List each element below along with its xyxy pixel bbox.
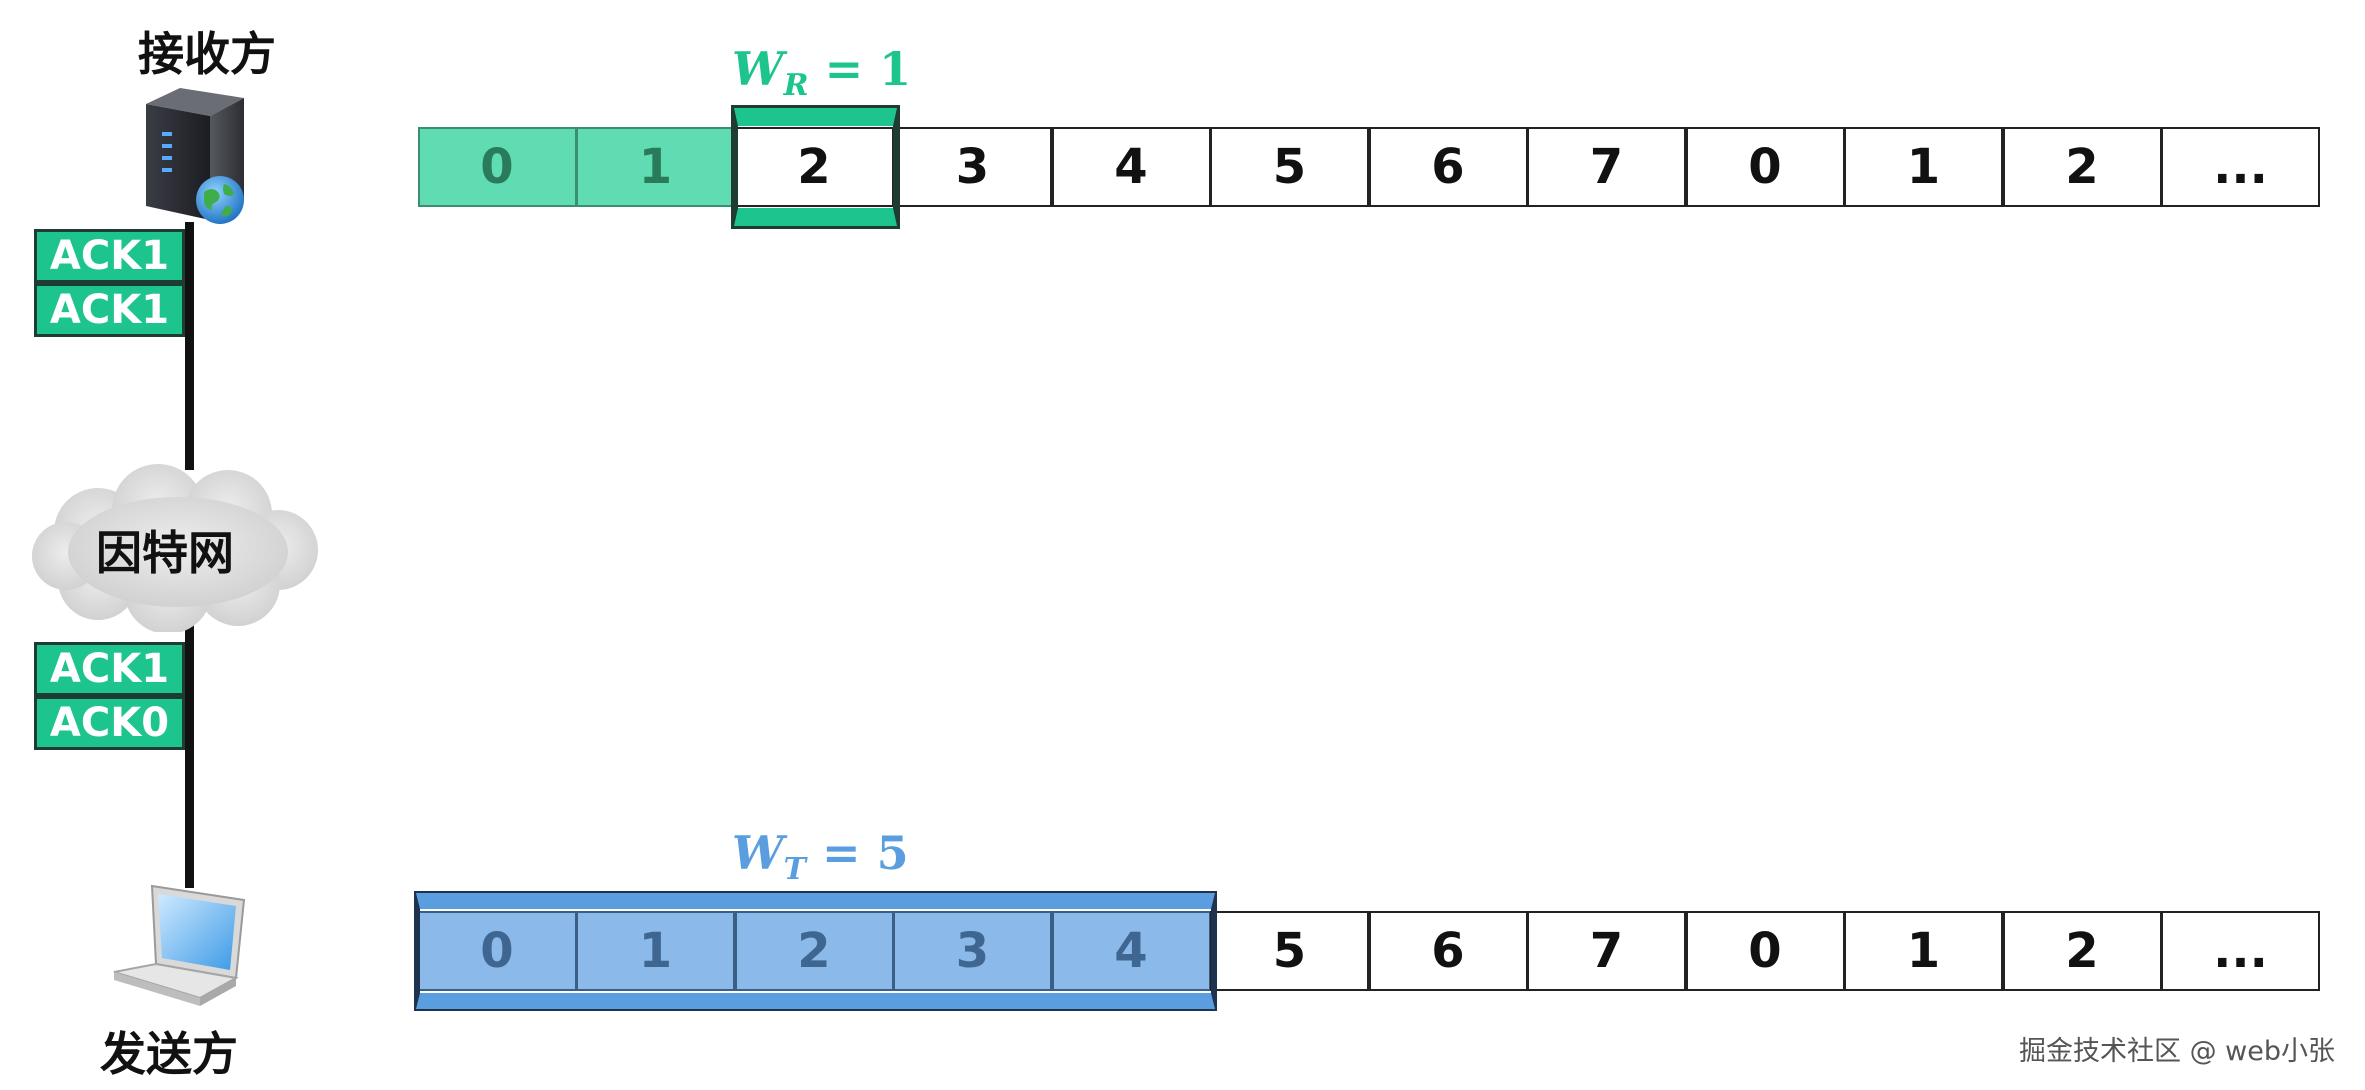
receiver-window-sub: R [783, 68, 809, 104]
ack-box-bottom-2: ACK0 [34, 696, 185, 750]
cloud-icon [32, 464, 318, 632]
sender-seq-cell: 1 [576, 911, 735, 991]
sender-seq-cell: 2 [734, 911, 894, 991]
receiver-seq-cell: 6 [1368, 127, 1528, 207]
server-icon [146, 88, 244, 224]
receiver-seq-cell: 2 [734, 127, 894, 207]
receiver-seq-cell: 2 [2002, 127, 2162, 207]
sender-seq-cell: 5 [1210, 911, 1369, 991]
sender-seq-cell: 0 [1685, 911, 1845, 991]
network-label: 因特网 [96, 526, 234, 580]
sender-window-sub: T [783, 852, 806, 888]
sender-seq-cell: 3 [893, 911, 1052, 991]
receiver-window-var: W [732, 42, 784, 96]
sender-seq-cell: 1 [1844, 911, 2003, 991]
sender-seq-cell: 6 [1368, 911, 1528, 991]
sender-seq-cell: 4 [1051, 911, 1211, 991]
receiver-label: 接收方 [138, 27, 276, 81]
receiver-seq-cell: 3 [893, 127, 1052, 207]
sender-window-label: WT = 5 [732, 826, 909, 887]
sender-seq-cell: 2 [2002, 911, 2162, 991]
sender-window-var: W [732, 826, 784, 880]
link-receiver-to-network [185, 222, 194, 470]
ack-box-top-1: ACK1 [34, 229, 185, 283]
receiver-seq-cell: 0 [1685, 127, 1845, 207]
sender-window-eq: = 5 [822, 826, 909, 880]
sender-seq-cell: 0 [417, 911, 577, 991]
link-network-to-sender [185, 620, 194, 888]
ack-box-bottom-1: ACK1 [34, 642, 185, 696]
sender-seq-cell: ... [2161, 911, 2320, 991]
receiver-seq-cell: 4 [1051, 127, 1211, 207]
receiver-seq-cell: 5 [1210, 127, 1369, 207]
sender-label: 发送方 [100, 1027, 238, 1081]
receiver-seq-cell: 1 [576, 127, 735, 207]
watermark: 掘金技术社区 @ web小张 [2019, 1036, 2335, 1067]
receiver-window-label: WR = 1 [732, 42, 911, 103]
receiver-seq-cell: 1 [1844, 127, 2003, 207]
sender-seq-cell: 7 [1527, 911, 1686, 991]
laptop-icon [113, 884, 246, 1006]
ack-box-top-2: ACK1 [34, 283, 185, 337]
receiver-seq-cell: 7 [1527, 127, 1686, 207]
receiver-seq-cell: 0 [417, 127, 577, 207]
receiver-seq-cell: ... [2161, 127, 2320, 207]
receiver-window-eq: = 1 [824, 42, 912, 96]
